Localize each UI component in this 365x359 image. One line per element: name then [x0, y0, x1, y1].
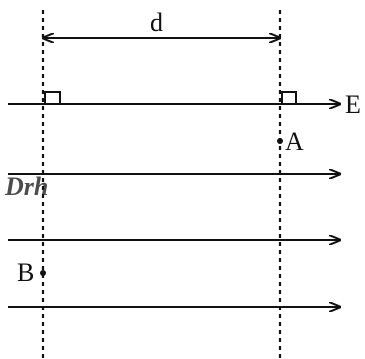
point-b [40, 270, 46, 276]
field-label: E [345, 90, 361, 119]
point-a-label: A [285, 127, 304, 156]
point-b-label: B [17, 258, 34, 287]
right-angle-marker-left [44, 91, 61, 104]
distance-label: d [150, 8, 163, 37]
right-angle-marker-right [281, 91, 297, 104]
point-a [277, 138, 283, 144]
watermark: Drh [4, 172, 48, 201]
